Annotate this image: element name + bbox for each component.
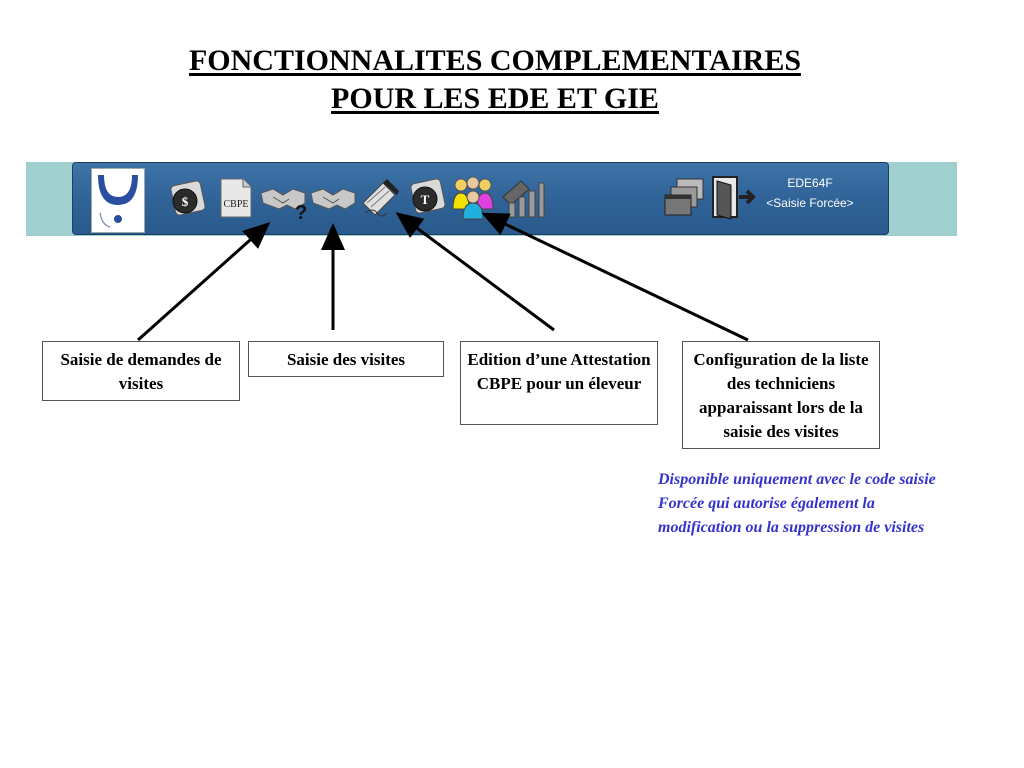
cbpe-label: CBPE [223,199,248,210]
people-group-icon[interactable] [449,175,497,226]
title-line-1: FONCTIONNALITES COMPLEMENTAIRES [188,44,802,77]
exit-door-icon[interactable] [709,173,759,228]
arrow-techniciens [481,212,749,342]
cbpe-document-icon[interactable]: CBPE [217,175,255,226]
settings-chart-icon[interactable] [499,175,547,226]
status-code: EDE64F [787,176,833,190]
callout-saisie-demandes: Saisie de demandes de visites [42,341,240,401]
svg-text:?: ? [295,202,307,221]
logo [91,168,145,233]
arrow-demandes [137,222,271,342]
callout-saisie-visites: Saisie des visites [248,341,444,377]
title-line-2: POUR LES EDE ET GIE [331,82,659,115]
saisie-forcee-note: Disponible uniquement avec le code saisi… [658,471,936,536]
saisie-dollar-icon[interactable]: $ [165,179,211,226]
edition-pen-icon[interactable] [357,173,405,226]
logo-emblem-icon [98,175,138,228]
callout-configuration-techniciens: Configuration de la liste des technicien… [682,341,880,449]
handshake-icon[interactable] [309,179,357,224]
status-mode: <Saisie Forcée> [766,196,854,210]
arrow-attestation [395,212,555,332]
callout-edition-attestation: Edition d’une Attestation CBPE pour un é… [460,341,658,425]
windows-stack-icon[interactable] [661,175,707,226]
t-icon[interactable]: T [405,177,449,224]
t-label: T [421,192,430,207]
app-toolbar: $ CBPE ? [72,162,889,235]
handshake-question-icon[interactable]: ? [259,179,309,226]
dollar-label: $ [182,194,189,209]
slide-title: FONCTIONNALITES COMPLEMENTAIRES POUR LES… [0,42,990,118]
session-status: EDE64F <Saisie Forcée> [745,173,875,213]
